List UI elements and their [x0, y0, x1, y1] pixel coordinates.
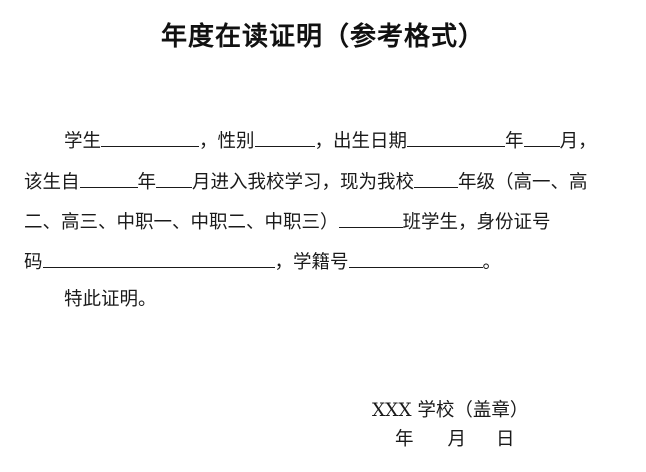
date-line: 年月日 [395, 425, 515, 451]
paragraph-line-1: 学生 ，性别 ，出生日期 年 月， [64, 127, 597, 154]
date-month-label: 月 [447, 429, 467, 450]
paragraph-line-4: 码 ，学籍号 。 [24, 248, 501, 275]
date-day-label: 日 [496, 429, 515, 450]
blank-id-number [42, 248, 275, 268]
label-birth-date: ，出生日期 [314, 131, 408, 152]
paragraph-line-3: 二、高三、中职一、中职二、中职三） 班学生，身份证号 [24, 208, 551, 235]
label-enroll-year: 年 [137, 172, 157, 193]
label-birth-month: 月， [559, 131, 597, 152]
blank-birth-month [523, 127, 560, 147]
label-grade: 年级（高一、高 [458, 172, 588, 193]
label-period: 。 [482, 252, 502, 273]
label-since: 该生自 [24, 172, 80, 193]
label-id-code: 码 [24, 252, 43, 273]
label-birth-year: 年 [505, 131, 524, 152]
paragraph-line-2: 该生自 年 月进入我校学习，现为我校 年级（高一、高 [24, 168, 588, 195]
blank-class [338, 208, 403, 228]
blank-student-name [101, 127, 200, 147]
paragraph-line-5: 特此证明。 [64, 289, 157, 310]
label-gender: ，性别 [199, 131, 255, 152]
blank-grade [414, 168, 459, 188]
blank-student-number [348, 248, 483, 268]
label-class-id: 班学生，身份证号 [402, 212, 551, 233]
date-year-label: 年 [395, 429, 414, 450]
blank-birth-year [407, 127, 506, 147]
blank-enroll-month [156, 168, 193, 188]
label-student-number: ，学籍号 [274, 252, 349, 273]
document-title: 年度在读证明（参考格式） [160, 22, 485, 52]
label-student: 学生 [64, 131, 102, 152]
blank-enroll-year [79, 168, 138, 188]
school-seal-line: XXX 学校（盖章） [372, 400, 529, 421]
label-enroll-month: 月进入我校学习，现为我校 [192, 172, 415, 193]
label-grade-options: 二、高三、中职一、中职二、中职三） [24, 212, 339, 233]
blank-gender [254, 127, 315, 147]
